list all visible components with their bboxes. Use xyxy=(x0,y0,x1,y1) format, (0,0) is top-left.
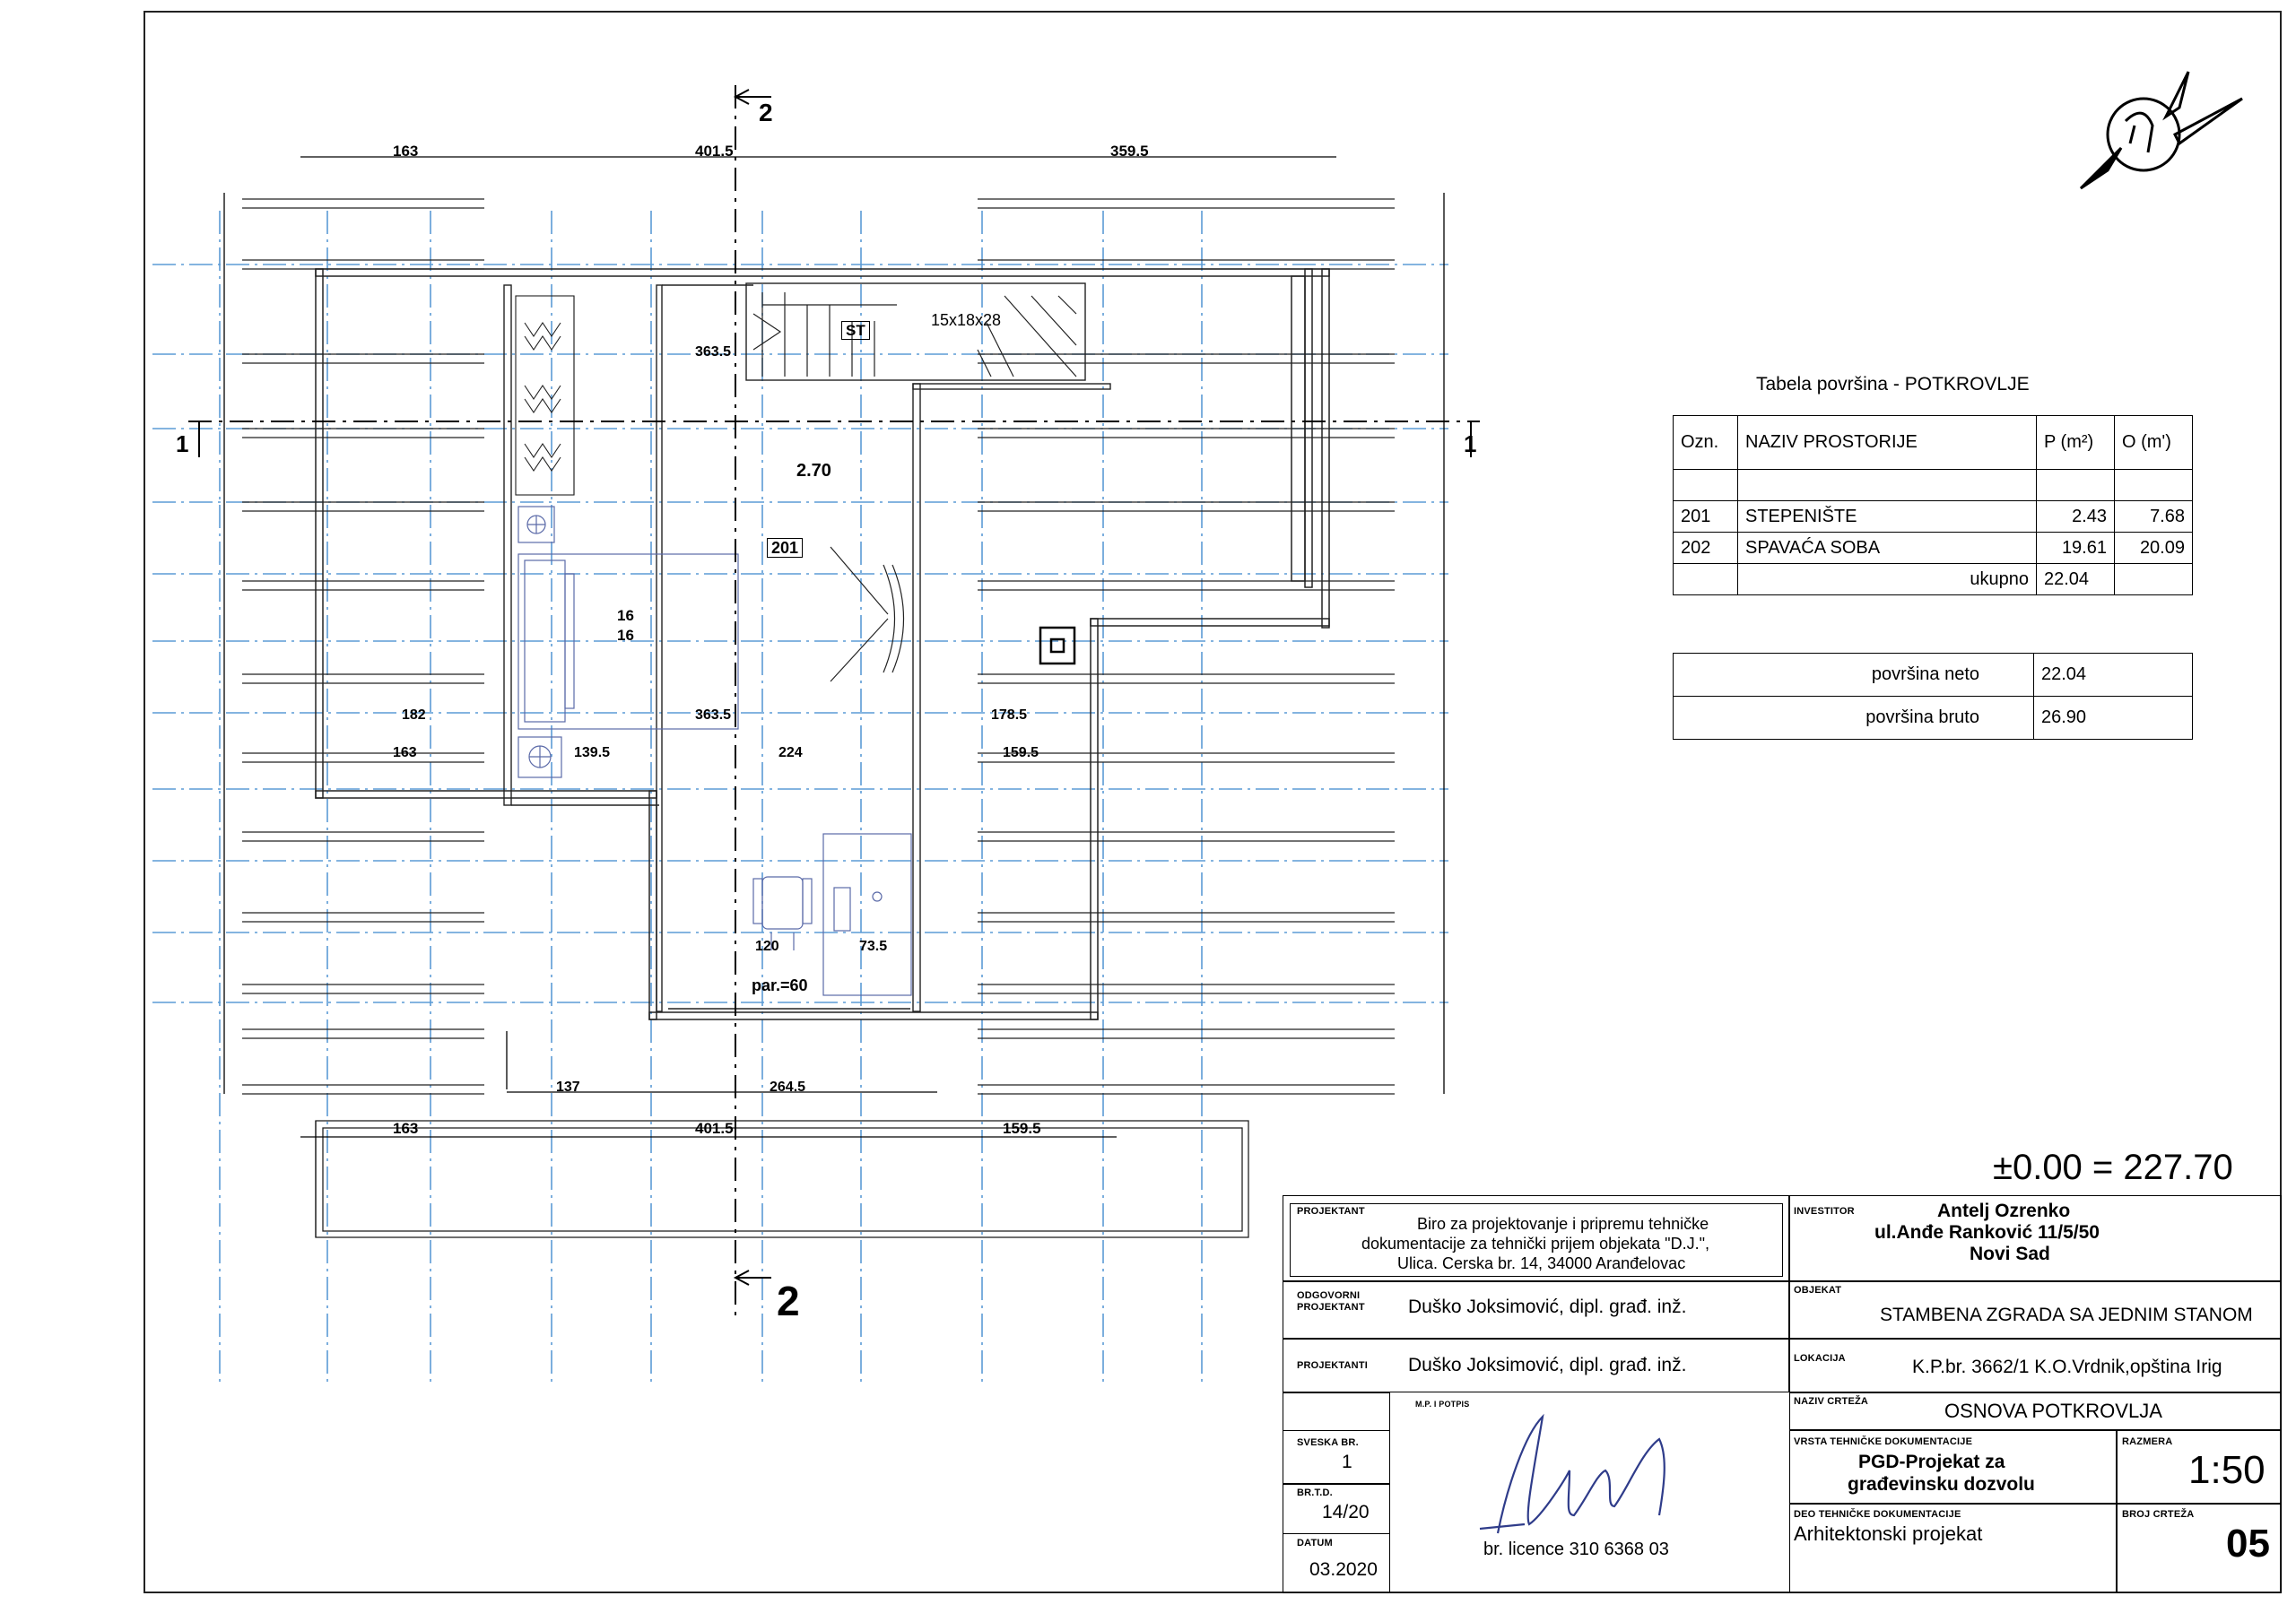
projektant-line3: Ulica. Cerska br. 14, 34000 Aranđelovac xyxy=(1397,1254,1686,1272)
broj-label: BROJ CRTEŽA xyxy=(2122,1509,2195,1520)
elevation-mark: ±0.00 = 227.70 xyxy=(1993,1148,2233,1187)
stair-tag: ST xyxy=(841,321,870,340)
dim-top-3: 359.5 xyxy=(1110,143,1149,160)
vrsta-label: VRSTA TEHNIČKE DOKUMENTACIJE xyxy=(1794,1436,1973,1447)
dim-bottom-3: 159.5 xyxy=(1003,1120,1041,1137)
dim-top-1: 163 xyxy=(393,143,419,160)
naziv-label: NAZIV CRTEŽA xyxy=(1794,1396,1869,1407)
header-ozn: Ozn. xyxy=(1673,415,1738,470)
table-total-row: ukupno 22.04 xyxy=(1673,563,2193,595)
dim-z: 264.5 xyxy=(770,1080,806,1095)
dimension-lines xyxy=(223,156,1445,1138)
section-line-2 xyxy=(733,85,771,1318)
area-table-title: Tabela površina - POTKROVLJE xyxy=(1756,374,2030,395)
window-note: par.=60 xyxy=(752,976,808,994)
dim-top-2: 401.5 xyxy=(695,143,734,160)
room-tag: 201 xyxy=(767,538,804,558)
investitor-label: INVESTITOR xyxy=(1794,1206,1855,1217)
dim-bottom-1: 163 xyxy=(393,1120,419,1137)
section-2-top-label: 2 xyxy=(759,99,773,126)
net-label: površina neto xyxy=(1673,653,2034,697)
axis-grid xyxy=(152,211,1448,1385)
area-summary-table: površina neto 22.04 površina bruto 26.90 xyxy=(1673,653,2193,740)
section-1-left-label: 1 xyxy=(176,430,189,457)
stair-size: 15x18x28 xyxy=(931,311,1002,329)
section-1-right-label: 1 xyxy=(1464,430,1477,457)
dim-s: 73.5 xyxy=(859,939,888,954)
signature xyxy=(1479,1413,1665,1534)
odgovorni-label-1: ODGOVORNI xyxy=(1297,1290,1361,1301)
lokacija-label: LOKACIJA xyxy=(1794,1353,1846,1364)
investitor-line1: Antelj Ozrenko xyxy=(1937,1201,2071,1221)
dim-h: 178.5 xyxy=(991,707,1028,723)
objekat-label: OBJEKAT xyxy=(1794,1285,1842,1296)
exterior-walls xyxy=(315,268,1330,1020)
north-arrow-logo xyxy=(2079,71,2243,190)
objekat-value: STAMBENA ZGRADA SA JEDNIM STANOM xyxy=(1880,1305,2253,1325)
level-mark: 2.70 xyxy=(796,461,831,481)
section-2-bottom-label: 2 xyxy=(777,1278,800,1324)
dim-y: 137 xyxy=(556,1080,580,1095)
dim-k: 139.5 xyxy=(574,745,611,760)
dim-bottom-2: 401.5 xyxy=(695,1120,734,1137)
table-row: 202 SPAVAĆA SOBA 19.61 20.09 xyxy=(1673,532,2193,564)
brtd-label: BR.T.D. xyxy=(1297,1488,1333,1498)
brtd-value: 14/20 xyxy=(1322,1502,1370,1522)
deo-label: DEO TEHNIČKE DOKUMENTACIJE xyxy=(1794,1509,1961,1520)
chimney xyxy=(1039,626,1076,665)
naziv-value: OSNOVA POTKROVLJA xyxy=(1944,1400,2162,1422)
dim-b: 363.5 xyxy=(695,344,732,360)
sveska-label: SVESKA BR. xyxy=(1297,1437,1359,1448)
dim-fraction-bottom: 16 xyxy=(617,627,634,644)
header-o: O (m') xyxy=(2114,415,2193,470)
projektant-label: PROJEKTANT xyxy=(1297,1206,1365,1217)
gross-value: 26.90 xyxy=(2033,696,2193,740)
net-value: 22.04 xyxy=(2033,653,2193,697)
bed xyxy=(517,506,739,778)
dim-fraction-top: 16 xyxy=(617,607,634,624)
projektanti-value: Duško Joksimović, dipl. građ. inž. xyxy=(1408,1355,1687,1375)
mp-label: M.P. I POTPIS xyxy=(1415,1400,1470,1409)
header-naziv: NAZIV PROSTORIJE xyxy=(1737,415,2037,470)
rafters xyxy=(242,198,1395,1095)
datum-value: 03.2020 xyxy=(1309,1559,1378,1580)
drawing-sheet xyxy=(144,11,2282,1593)
datum-label: DATUM xyxy=(1297,1538,1333,1548)
dim-f: 363.5 xyxy=(695,707,732,723)
desk xyxy=(752,833,912,996)
investitor-line3: Novi Sad xyxy=(1970,1244,2050,1264)
broj-value: 05 xyxy=(2226,1522,2270,1566)
gross-label: površina bruto xyxy=(1673,696,2034,740)
lokacija-value: K.P.br. 3662/1 K.O.Vrdnik,opština Irig xyxy=(1912,1357,2222,1377)
projektant-line2: dokumentacije za tehnički prijem objekat… xyxy=(1361,1235,1709,1253)
eave-outline xyxy=(315,1120,1249,1238)
area-table: Ozn. NAZIV PROSTORIJE P (m²) O (m') 201 … xyxy=(1673,415,2193,595)
dim-r: 120 xyxy=(755,939,779,954)
sveska-value: 1 xyxy=(1342,1452,1352,1472)
dim-l: 224 xyxy=(778,745,803,760)
odgovorni-value: Duško Joksimović, dipl. građ. inž. xyxy=(1408,1297,1687,1317)
projektanti-label: PROJEKTANTI xyxy=(1297,1360,1369,1371)
deo-value: Arhitektonski projekat xyxy=(1794,1522,1983,1545)
table-row: 201 STEPENIŠTE 2.43 7.68 xyxy=(1673,500,2193,533)
razmera-label: RAZMERA xyxy=(2122,1436,2173,1447)
dim-i: 163 xyxy=(393,745,417,760)
dim-g: 182 xyxy=(402,707,426,723)
dim-n: 159.5 xyxy=(1003,745,1039,760)
vrsta-line2: građevinsku dozvolu xyxy=(1848,1474,2035,1495)
licence-number: br. licence 310 6368 03 xyxy=(1483,1540,1669,1559)
vrsta-line1: PGD-Projekat za xyxy=(1858,1452,2005,1472)
stair xyxy=(752,292,1077,377)
wardrobe xyxy=(515,295,575,496)
section-line-1 xyxy=(188,421,1480,457)
odgovorni-label-2: PROJEKTANT xyxy=(1297,1302,1365,1313)
investitor-line2: ul.Anđe Ranković 11/5/50 xyxy=(1874,1222,2100,1243)
interior-walls xyxy=(503,282,1111,1012)
razmera-value: 1:50 xyxy=(2188,1448,2266,1492)
header-p: P (m²) xyxy=(2036,415,2115,470)
projektant-line1: Biro za projektovanje i pripremu tehničk… xyxy=(1417,1215,1709,1233)
roof-window xyxy=(830,546,905,682)
